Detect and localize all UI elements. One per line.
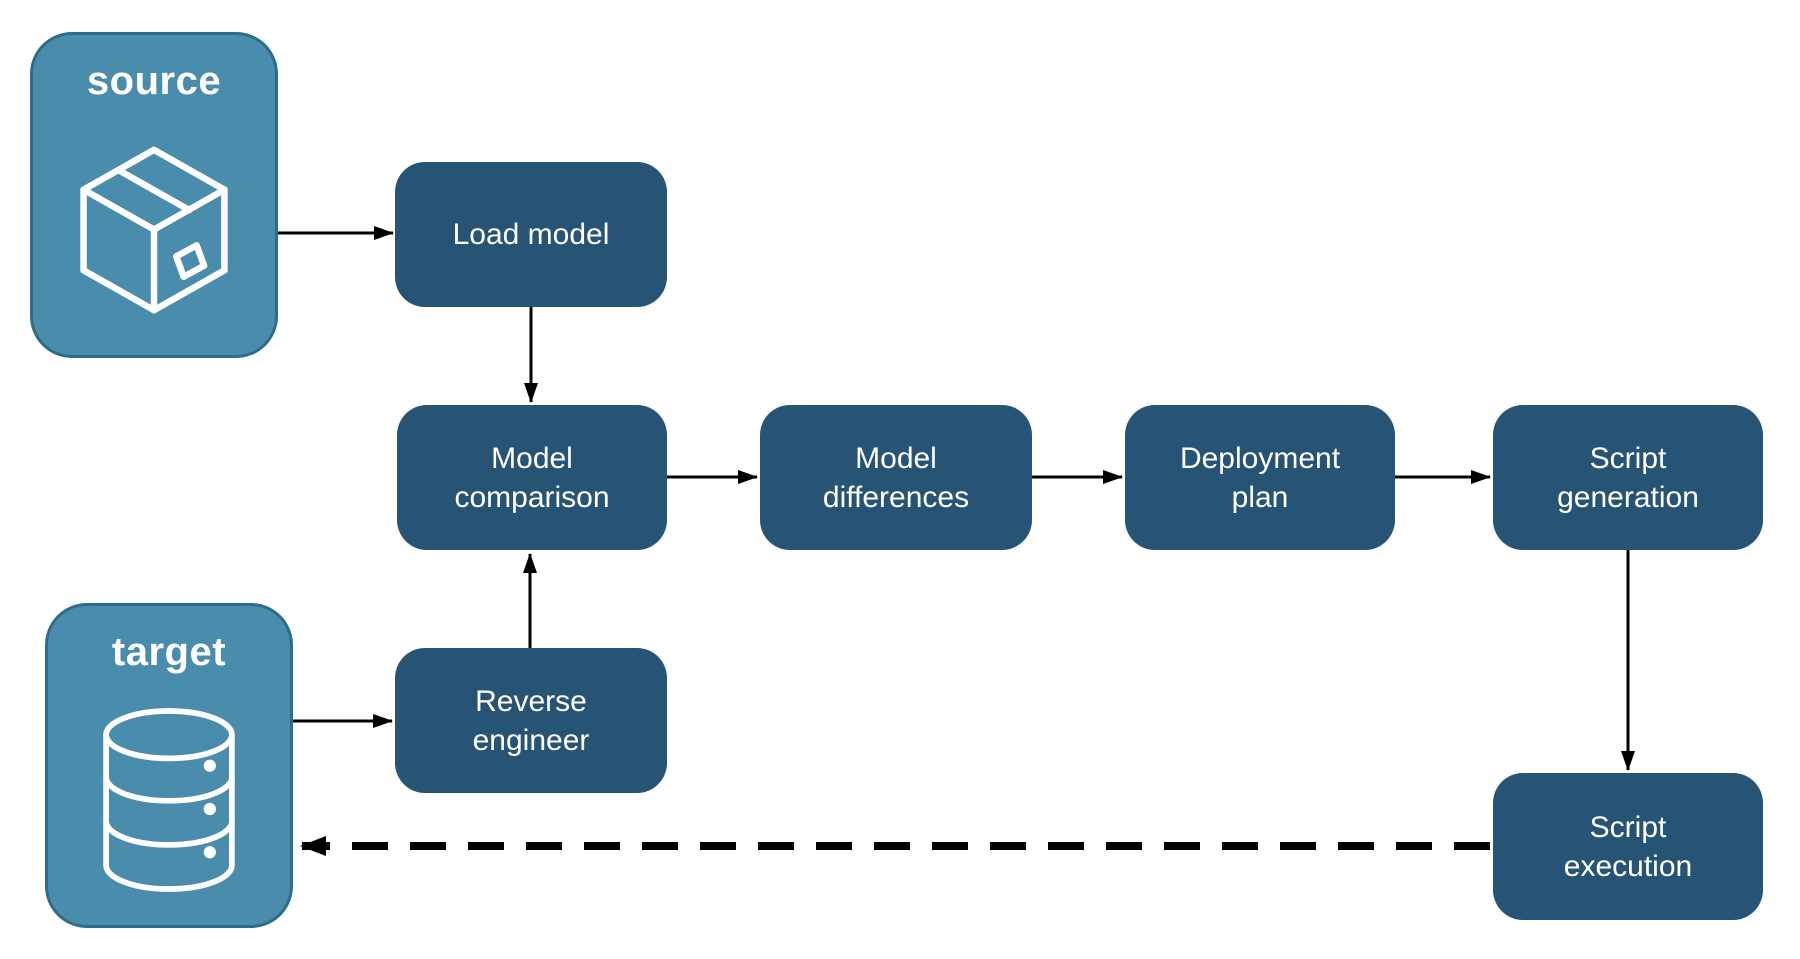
target-node: target	[45, 603, 293, 928]
node-deployment-plan-label: Deployment plan	[1179, 441, 1341, 514]
node-script-execution: Script execution	[1493, 773, 1763, 920]
node-reverse-engineer-label: Reverse engineer	[472, 684, 590, 757]
node-reverse-engineer: Reverse engineer	[395, 648, 667, 793]
source-label: source	[86, 59, 222, 103]
node-model-differences: Model differences	[760, 405, 1032, 550]
package-icon	[80, 146, 228, 313]
target-label: target	[111, 630, 227, 674]
node-script-execution-label: Script execution	[1563, 810, 1693, 883]
node-deployment-plan: Deployment plan	[1125, 405, 1395, 550]
node-model-comparison-label: Model comparison	[454, 441, 610, 514]
node-model-comparison: Model comparison	[397, 405, 667, 550]
source-node: source	[30, 32, 278, 358]
node-script-generation-label: Script generation	[1557, 441, 1699, 514]
node-model-differences-label: Model differences	[822, 441, 970, 514]
node-load-model: Load model	[395, 162, 667, 307]
target-icon-area	[48, 675, 290, 925]
database-icon	[103, 708, 235, 892]
node-script-generation: Script generation	[1493, 405, 1763, 550]
source-icon-area	[33, 104, 275, 355]
node-load-model-label: Load model	[452, 218, 610, 251]
